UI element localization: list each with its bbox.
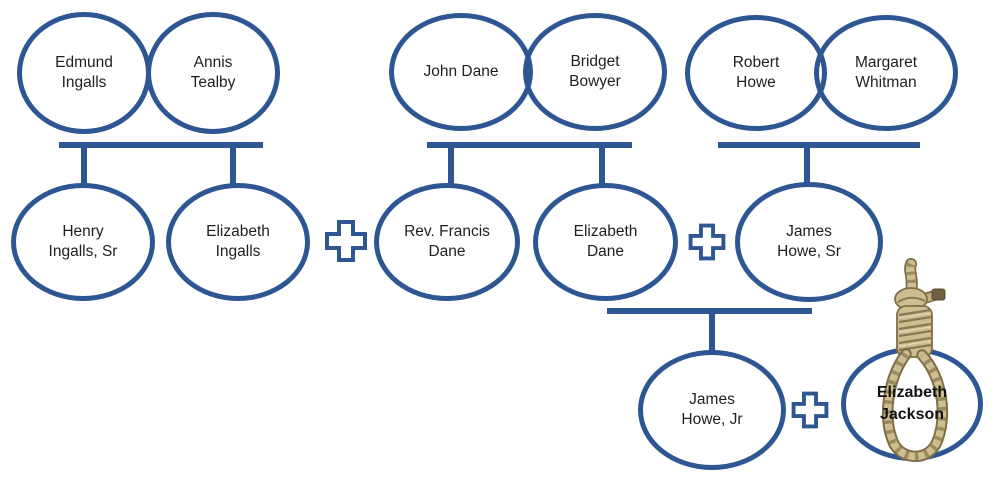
noose-icon [882,258,949,463]
connector-ingalls-children-bar [59,142,263,148]
connector-drop-henry [81,146,87,184]
node-henry-ingalls-sr: Henry Ingalls, Sr [11,183,155,301]
node-john-dane: John Dane [389,13,533,131]
person-name: Tealby [190,74,236,91]
person-name: Annis [193,53,233,71]
person-name: Whitman [855,74,917,91]
person-name: Ingalls, Sr [48,243,118,260]
connector-howe-children-bar [718,142,920,148]
person-name: Howe, Jr [681,411,743,428]
person-name: Dane [586,243,625,260]
marriage-cross-icon [325,220,367,262]
person-name: Rev. Francis [404,222,490,240]
person-name: Bowyer [569,73,621,90]
person-name: James [786,222,832,240]
person-name: Margaret [854,53,918,71]
person-name: James [689,390,735,408]
marriage-cross-icon [688,223,726,261]
node-rev-francis-dane: Rev. Francis Dane [374,183,520,301]
person-name: Howe [736,74,776,91]
connector-drop-elizabeth-ingalls [230,146,236,184]
node-elizabeth-ingalls: Elizabeth Ingalls [166,183,310,301]
node-james-howe-sr: James Howe, Sr [735,182,883,302]
person-name: Dane [428,243,466,260]
connector-howe-jr-children-bar [607,308,812,314]
node-bridget-bowyer: Bridget Bowyer [523,13,667,131]
marriage-cross-icon [791,391,829,429]
person-name: John Dane [423,62,499,80]
person-name: Howe, Sr [777,243,841,260]
connector-drop-elizabeth-dane [599,146,605,184]
node-robert-howe: Robert Howe [685,15,827,131]
person-name: Ingalls [61,74,107,91]
connector-drop-francis-dane [448,146,454,184]
connector-drop-james-howe-jr [709,312,715,352]
connector-dane-children-bar [427,142,632,148]
person-name: Elizabeth [206,222,270,240]
node-margaret-whitman: Margaret Whitman [814,15,958,131]
connector-drop-james-howe-sr [804,146,810,184]
node-elizabeth-dane: Elizabeth Dane [533,183,678,301]
person-name: Edmund [55,53,113,71]
node-annis-tealby: Annis Tealby [146,12,280,134]
person-name: Elizabeth [573,222,638,240]
person-name: Robert [732,53,780,71]
person-name: Henry [62,222,104,240]
person-name: Ingalls [215,243,261,260]
person-name: Bridget [570,52,620,70]
node-edmund-ingalls: Edmund Ingalls [17,12,151,134]
node-james-howe-jr: James Howe, Jr [638,350,786,470]
